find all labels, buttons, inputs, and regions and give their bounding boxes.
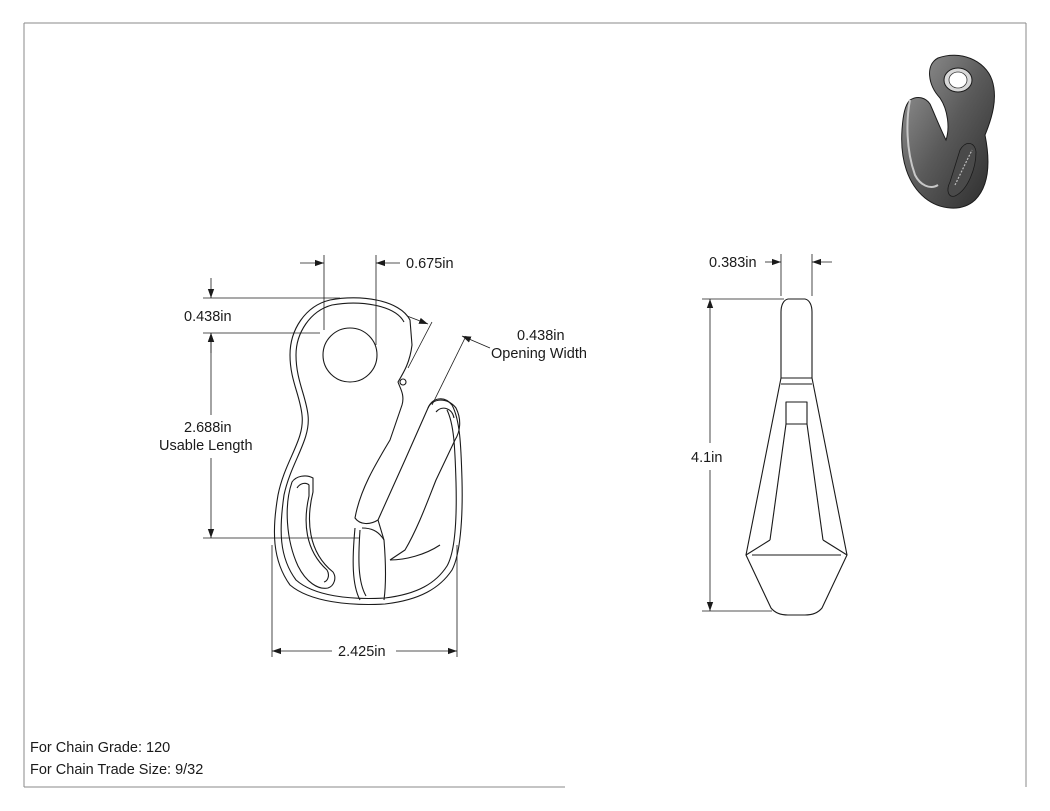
dim-overall-height-text: 4.1in xyxy=(691,450,722,466)
dimension-usable-length xyxy=(203,333,360,539)
dim-eye-offset-text: 0.675in xyxy=(406,256,454,272)
dim-overall-width-text: 2.425in xyxy=(338,644,386,660)
dimension-overall-height xyxy=(702,298,784,612)
dim-side-thickness-text: 0.383in xyxy=(709,255,757,271)
note-chain-grade: For Chain Grade: 120 xyxy=(30,740,171,756)
sheet-border xyxy=(23,22,1027,788)
grab-hook-isometric-icon xyxy=(901,54,995,209)
dim-opening-width-text: 0.438in xyxy=(517,328,565,344)
dimension-side-thickness xyxy=(765,254,832,296)
grab-hook-side-view-icon xyxy=(745,298,848,616)
dim-usable-length-label: Usable Length xyxy=(159,438,253,454)
dimension-overall-width xyxy=(271,545,458,657)
note-chain-trade-size: For Chain Trade Size: 9/32 xyxy=(30,762,204,778)
grab-hook-front-view-icon xyxy=(273,297,463,606)
dim-opening-width-label: Opening Width xyxy=(491,346,587,362)
dim-eye-diameter-text: 0.438in xyxy=(184,309,232,325)
dimension-eye-offset xyxy=(300,255,400,345)
dimension-opening-width xyxy=(406,315,491,406)
dim-usable-length-text: 2.688in xyxy=(184,420,232,436)
